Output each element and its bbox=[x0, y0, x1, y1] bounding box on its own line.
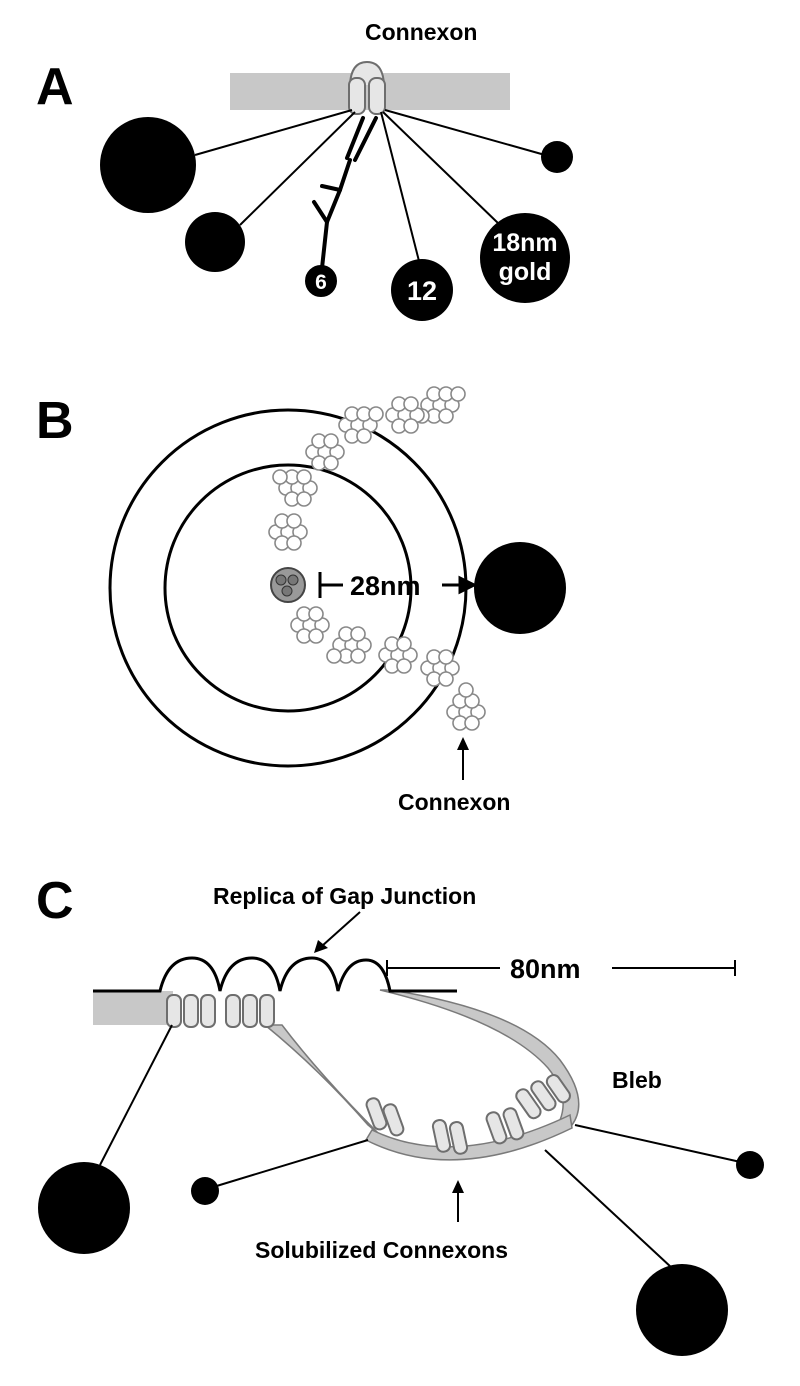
panel-c-tethers bbox=[99, 1024, 746, 1269]
panel-c-bleb-label: Bleb bbox=[612, 1067, 662, 1093]
panel-a-letter: A bbox=[36, 58, 74, 116]
panel-c-replica-surface bbox=[93, 956, 457, 993]
panel-c-membrane-connexons bbox=[166, 994, 275, 1028]
panel-a-antibody bbox=[312, 116, 378, 270]
panel-b-letter: B bbox=[36, 392, 74, 450]
panel-b-gold-particle bbox=[474, 542, 566, 634]
panel-a-gold-6nm bbox=[305, 265, 337, 297]
panel-a-connexon-label: Connexon bbox=[365, 19, 477, 45]
panel-c-solubilized-label: Solubilized Connexons bbox=[255, 1237, 508, 1263]
panel-a-gold-12nm bbox=[391, 259, 453, 321]
panel-a-connexon bbox=[348, 60, 386, 115]
panel-c-replica-label: Replica of Gap Junction bbox=[213, 883, 476, 909]
panel-a-gold-6nm-label: 6 bbox=[315, 271, 327, 294]
panel-c-gold-small-left bbox=[191, 1177, 219, 1205]
panel-c-bleb-left bbox=[262, 1024, 381, 1136]
panel-c-scale-label: 80nm bbox=[510, 954, 581, 984]
panel-a-tethers bbox=[194, 109, 546, 266]
panel-a-gold-18nm-label-1: 18nm bbox=[492, 229, 557, 257]
panel-a: A Connexon bbox=[36, 19, 573, 321]
panel-c-gold-large-left bbox=[38, 1162, 130, 1254]
panel-b-core-connexon bbox=[270, 567, 306, 603]
panel-c-gold-large-right bbox=[636, 1264, 728, 1356]
panel-c-letter: C bbox=[36, 872, 74, 930]
panel-b: B 28 bbox=[36, 386, 566, 815]
panel-a-gold-large bbox=[100, 117, 196, 213]
panel-a-gold-12nm-label: 12 bbox=[407, 276, 437, 306]
panel-a-gold-small bbox=[541, 141, 573, 173]
panel-c-scale-bar bbox=[386, 960, 736, 976]
panel-b-connexon-label: Connexon bbox=[398, 789, 510, 815]
panel-c-replica-arrow bbox=[321, 911, 361, 947]
panel-c-membrane bbox=[93, 991, 173, 1025]
panel-c-gold-small-right bbox=[736, 1151, 764, 1179]
panel-c-bleb-bottom bbox=[364, 1113, 573, 1161]
panel-c: C Replica of Gap Junction 80nm bbox=[36, 872, 764, 1356]
panel-b-distance-label: 28nm bbox=[350, 571, 421, 601]
panel-a-gold-18nm bbox=[480, 213, 570, 303]
panel-a-gold-medium bbox=[185, 212, 245, 272]
panel-c-solubilized-connexons bbox=[365, 1074, 571, 1155]
panel-a-gold-18nm-label-2: gold bbox=[499, 258, 552, 286]
panel-b-distance-bar bbox=[318, 572, 478, 598]
panel-b-connexon-array bbox=[268, 386, 486, 731]
panel-b-inner-circle bbox=[163, 463, 413, 713]
